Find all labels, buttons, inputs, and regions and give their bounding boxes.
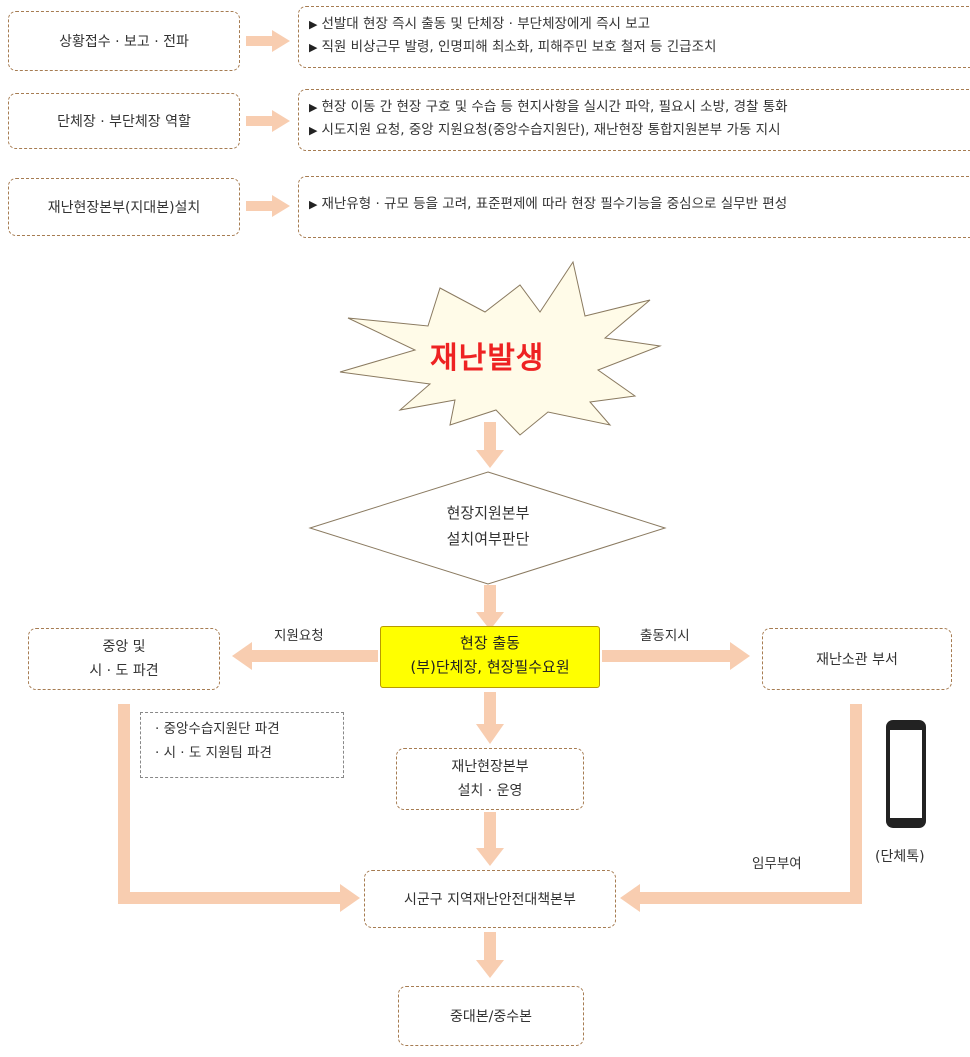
- right-box-label: 재난소관 부서: [816, 652, 898, 668]
- bullet-icon: ▶: [309, 18, 318, 31]
- arrow-center-to-right: [602, 642, 750, 670]
- bullet-icon: ▶: [309, 124, 318, 137]
- row-arrow-3: [246, 195, 290, 217]
- dispatch-note: · 중앙수습지원단 파견 · 시 · 도 지원팀 파견: [140, 712, 344, 778]
- arrow-decision-to-center: [476, 585, 504, 630]
- disaster-department-box: 재난소관 부서: [762, 628, 952, 690]
- row-1-title: 상황접수 · 보고 · 전파: [59, 34, 189, 50]
- row-3-title: 재난현장본부(지대본)설치: [47, 200, 201, 216]
- row-2-title-box: 단체장 · 부단체장 역할: [8, 93, 240, 149]
- label-duty-assignment: 임무부여: [752, 856, 802, 872]
- note-line-1: · 중앙수습지원단 파견: [155, 721, 280, 737]
- final-label: 중대본/중수본: [450, 1009, 532, 1025]
- decision-line-2: 설치여부판단: [446, 530, 530, 548]
- row-1-line-2: ▶직원 비상근무 발령, 인명피해 최소화, 피해주민 보호 철저 등 긴급조치: [309, 39, 717, 55]
- disaster-title: 재난발생: [430, 341, 545, 376]
- row-arrow-2: [246, 110, 290, 132]
- arrow-disaster-to-decision: [476, 422, 504, 468]
- central-province-dispatch-box: 중앙 및 시 · 도 파견: [28, 628, 220, 690]
- bullet-icon: ▶: [309, 198, 318, 211]
- local-hq-label: 시군구 지역재난안전대책본부: [404, 892, 576, 908]
- row-arrow-1: [246, 30, 290, 52]
- local-disaster-hq-box: 시군구 지역재난안전대책본부: [364, 870, 616, 928]
- decision-text: 현장지원본부 설치여부판단: [388, 500, 588, 552]
- group-chat-label: (단체톡): [875, 849, 925, 865]
- row-1-description: ▶선발대 현장 즉시 출동 및 단체장 · 부단체장에게 즉시 보고 ▶직원 비…: [298, 6, 970, 68]
- left-box-line-1: 중앙 및: [102, 639, 146, 655]
- central-hq-box: 중대본/중수본: [398, 986, 584, 1046]
- center-line-2: (부)단체장, 현장필수요원: [410, 658, 570, 676]
- hq-line-1: 재난현장본부: [451, 759, 529, 775]
- smartphone-icon: [886, 720, 926, 828]
- row-3-description: ▶재난유형 · 규모 등을 고려, 표준편제에 따라 현장 필수기능을 중심으로…: [298, 176, 970, 238]
- center-line-1: 현장 출동: [460, 634, 520, 652]
- arrow-hq-to-local: [476, 812, 504, 866]
- arrow-center-to-hq: [476, 692, 504, 744]
- site-hq-box: 재난현장본부 설치 · 운영: [396, 748, 584, 810]
- left-box-line-2: 시 · 도 파견: [89, 663, 159, 679]
- arrow-center-to-left: [232, 642, 378, 670]
- arrow-local-to-final: [476, 932, 504, 978]
- row-2-line-1: ▶현장 이동 간 현장 구호 및 수습 등 현지사항을 실시간 파악, 필요시 …: [309, 99, 788, 115]
- row-2-description: ▶현장 이동 간 현장 구호 및 수습 등 현지사항을 실시간 파악, 필요시 …: [298, 89, 970, 151]
- bullet-icon: ▶: [309, 41, 318, 54]
- row-2-line-2: ▶시도지원 요청, 중앙 지원요청(중앙수습지원단), 재난현장 통합지원본부 …: [309, 122, 781, 138]
- disaster-starburst: [339, 260, 662, 436]
- note-line-2: · 시 · 도 지원팀 파견: [155, 745, 272, 761]
- label-support-request: 지원요청: [274, 628, 324, 644]
- hq-line-2: 설치 · 운영: [457, 783, 523, 799]
- decision-diamond: [308, 471, 667, 585]
- bullet-icon: ▶: [309, 101, 318, 114]
- row-1-line-1: ▶선발대 현장 즉시 출동 및 단체장 · 부단체장에게 즉시 보고: [309, 16, 651, 32]
- site-dispatch-box: 현장 출동 (부)단체장, 현장필수요원: [380, 626, 600, 688]
- row-2-title: 단체장 · 부단체장 역할: [57, 114, 191, 130]
- arrow-right-to-local: [620, 704, 862, 912]
- arrow-left-to-local: [118, 704, 360, 912]
- label-dispatch-order: 출동지시: [640, 628, 690, 644]
- row-3-title-box: 재난현장본부(지대본)설치: [8, 178, 240, 236]
- decision-line-1: 현장지원본부: [446, 504, 530, 522]
- row-3-line-1: ▶재난유형 · 규모 등을 고려, 표준편제에 따라 현장 필수기능을 중심으로…: [309, 196, 788, 212]
- row-1-title-box: 상황접수 · 보고 · 전파: [8, 11, 240, 71]
